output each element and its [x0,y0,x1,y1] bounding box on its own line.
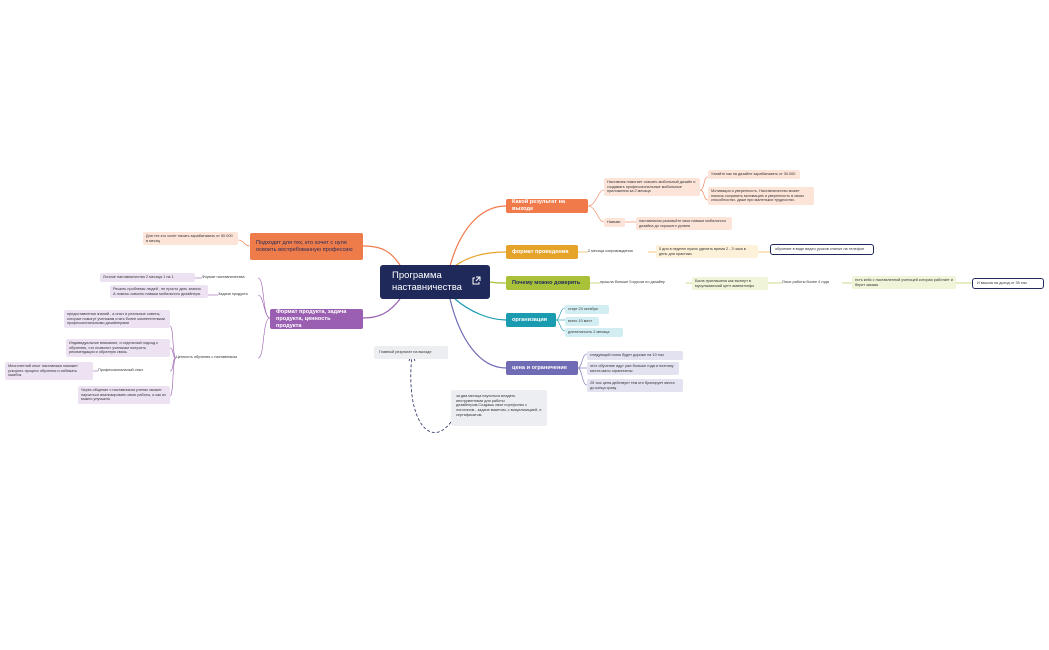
product-task-detail[interactable]: Решить проблемы людей , не просто дать з… [110,285,208,299]
price-item-next-stream[interactable]: следующий поток будет дороже на 10 тыс [587,351,683,360]
trust-child-income[interactable]: И вышла на доход от 35 тыс [972,278,1044,289]
topic-result[interactable]: Какой результат на выходе [506,199,588,213]
topic-format[interactable]: формат проведения [506,245,578,259]
result-child-mobile-design[interactable]: Наставник помогает освоить мобильный диз… [604,178,700,197]
trust-child-case[interactable]: есть кейс с наставленной ученицей котора… [852,276,956,290]
topic-organization[interactable]: организация [506,313,556,327]
link-center-audience [362,245,401,266]
central-topic[interactable]: Программа наставничества [380,265,490,299]
product-task[interactable]: Задача продукта [218,292,248,296]
dashed-relation [410,354,452,433]
topic-trust[interactable]: Почему можно доверять [506,276,590,290]
audience-child-earn[interactable]: Для тех кто хочет начать зарабатывать от… [143,232,238,246]
trust-child-expert[interactable]: Была приглашена как эксперт в мусульманс… [692,277,768,291]
value-experience[interactable]: Профессиональный опыт [98,368,144,372]
org-item-length[interactable]: длительность 2 месяца [565,328,623,337]
value-individual[interactable]: Индивидуальное внимание, и отдельный под… [66,339,170,358]
value-communication[interactable]: Через общение с наставником ученик сможе… [78,386,170,405]
floating-main-result[interactable]: Главный результат на выходе [374,346,448,359]
result-child-skills[interactable]: Навыки [604,218,625,227]
value-knowledge[interactable]: предоставления знаний , а опыт и реальны… [64,310,170,329]
trust-child-courses[interactable]: прошла больше 5 курсов по дизайну [600,280,665,284]
format-child-duration[interactable]: 2 месяца сопровождения [588,249,633,253]
price-item-25k[interactable]: 25 тыс цена действует тем кто бронирует … [587,379,683,393]
product-format[interactable]: Формат наставничества [202,275,245,279]
trust-child-experience[interactable]: Опыт работы более 4 года [782,280,830,284]
org-item-start[interactable]: старт 24 октября [565,305,609,314]
link-center-format [454,251,507,267]
result-child-skills-detail[interactable]: наставником рызовьйте свои навыки мобиль… [636,217,732,231]
link-center-result [449,205,507,267]
format-child-video[interactable]: обучение в виде видео уроков снятые на т… [770,244,874,255]
product-format-detail[interactable]: Личное наставничество 2 месяца 1 на 1 [100,273,195,282]
result-child-earn[interactable]: Узнайте как на дизайне зарабатывать от 3… [708,170,800,179]
link-center-org [454,298,507,321]
topic-price[interactable]: цена и ограничение [506,361,578,375]
product-value[interactable]: Ценность обучения с наставником [176,355,237,359]
format-child-schedule[interactable]: 5 дня в неделю нужно уделить время 2 - 3… [656,245,758,259]
central-topic-title: Программа наставничества [392,270,462,293]
link-center-trust [489,281,507,284]
result-child-motivation[interactable]: Мотивация и уверенность. Наставничество … [708,187,814,206]
value-experience-detail[interactable]: Многолетний опыт наставника поможет уско… [5,362,93,381]
link-center-price [449,298,507,369]
org-item-seats[interactable]: всего 10 мест [565,317,599,326]
topic-product[interactable]: Формат продукта, задача продукта, ценнос… [270,309,363,329]
topic-audience[interactable]: Подходит для тех, кто хочет с нуля освои… [250,233,363,260]
price-item-limited[interactable]: этот обучение идут уже больше года и поэ… [587,362,679,376]
floating-summary[interactable]: за два месяца научиться владеть инструме… [451,390,547,426]
external-link-icon[interactable] [471,276,481,286]
link-center-product [362,298,401,319]
